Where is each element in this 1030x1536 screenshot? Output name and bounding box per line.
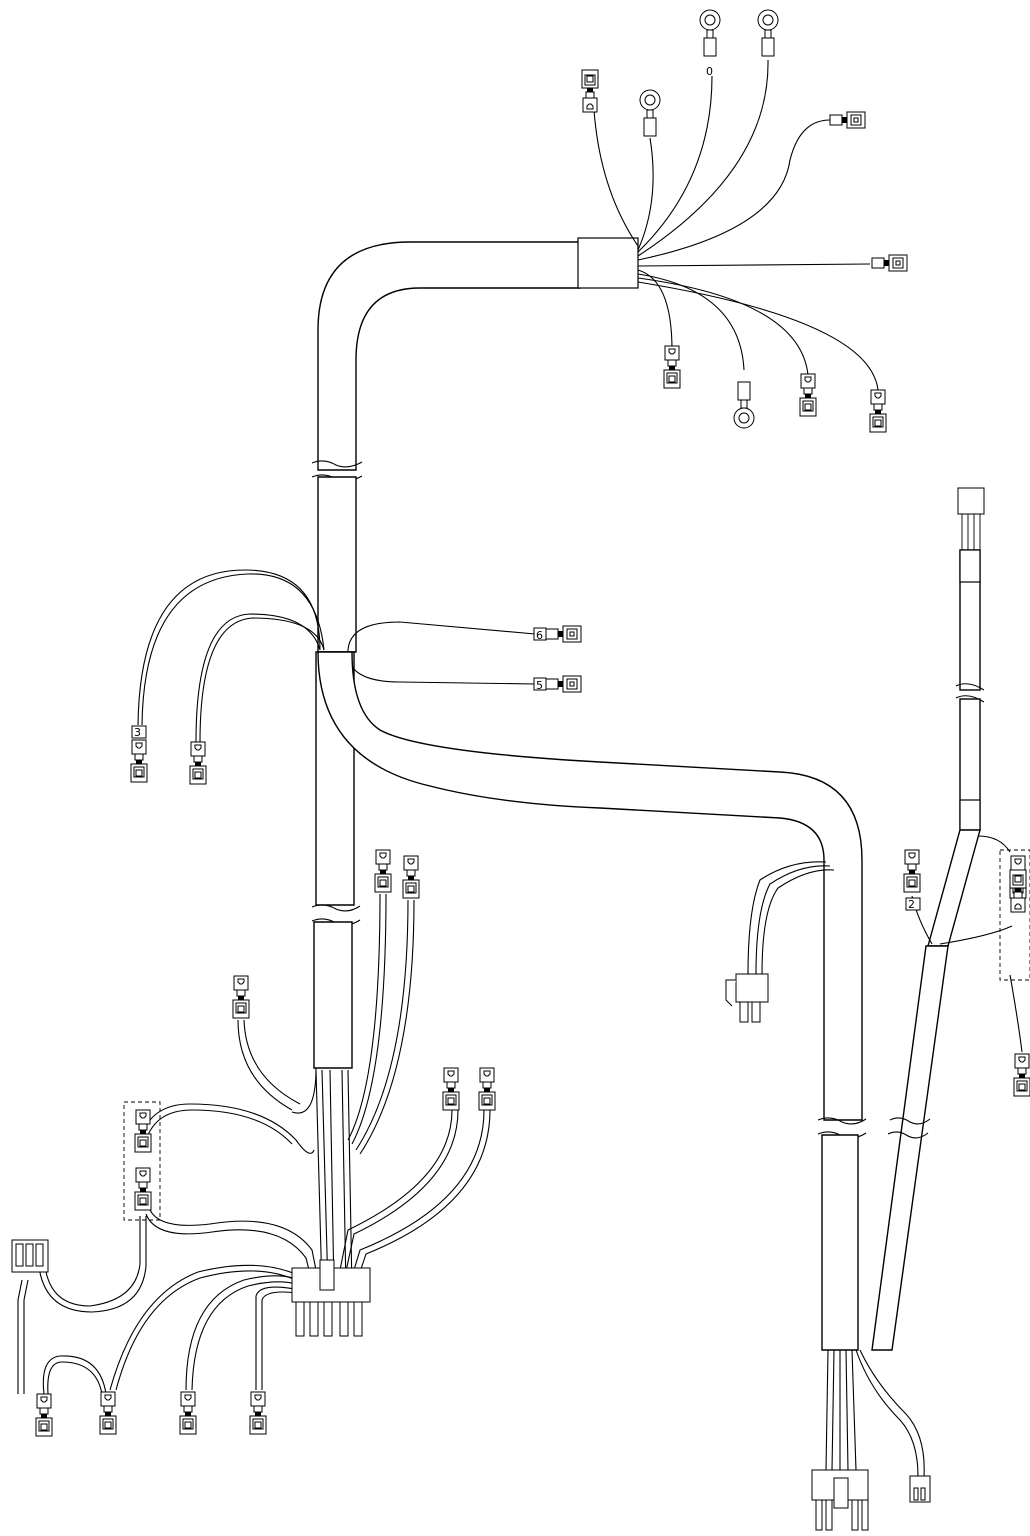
right-subharness: 2	[871, 487, 1030, 1351]
bottom-right-outputs	[811, 1349, 931, 1531]
top-tie-band	[577, 237, 639, 289]
right-sweep-jacket	[317, 651, 863, 1121]
bottom-left-wires	[17, 893, 491, 1395]
right-break-top	[817, 1117, 867, 1125]
wire-label-2: 2	[908, 898, 915, 911]
wire-label-0: 0	[706, 65, 713, 78]
middle-branch-wires	[137, 569, 536, 743]
top-terminals: 0	[581, 9, 908, 433]
top-fanout-wires	[593, 59, 879, 391]
wire-label-3: 3	[134, 726, 141, 739]
main-trunk	[311, 241, 581, 1069]
middle-terminals: 6 5 3	[130, 625, 582, 785]
bottom-left-terminals	[11, 849, 496, 1437]
right-lower-jacket	[821, 1134, 859, 1351]
sweep-connector-branch	[725, 861, 835, 1023]
wire-label-5: 5	[536, 679, 543, 692]
wire-label-6: 6	[536, 629, 543, 642]
